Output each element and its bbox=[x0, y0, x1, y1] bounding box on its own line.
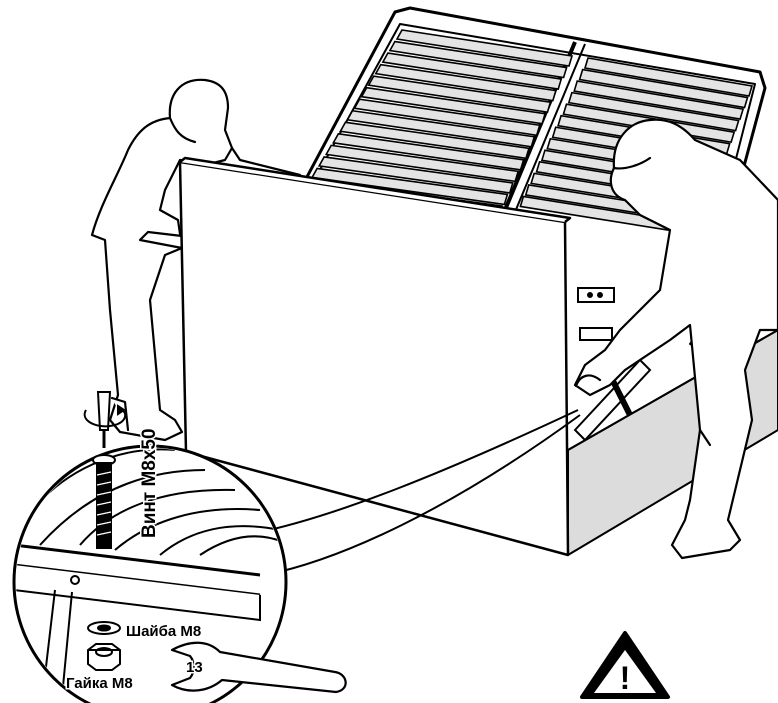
slat bbox=[367, 75, 552, 114]
slat bbox=[583, 57, 754, 97]
screwdriver-icon bbox=[83, 391, 127, 448]
slat bbox=[374, 63, 557, 102]
washer-icon bbox=[87, 621, 121, 635]
slat bbox=[573, 80, 745, 120]
slat bbox=[388, 40, 568, 79]
detail-magnifier bbox=[12, 444, 288, 703]
warning-mark: ! bbox=[620, 660, 631, 696]
slat bbox=[395, 29, 574, 67]
washer-label: Шайба М8 bbox=[126, 623, 201, 640]
slat bbox=[578, 68, 749, 109]
right-person-figure bbox=[573, 118, 778, 560]
warning-triangle-icon: ! bbox=[580, 631, 670, 699]
bolt-label: Винт М8х50 bbox=[139, 428, 160, 538]
left-person-figure bbox=[90, 78, 302, 442]
slat bbox=[567, 91, 740, 132]
detail-callout-lines bbox=[244, 409, 581, 576]
slat bbox=[353, 98, 541, 137]
slat bbox=[381, 52, 563, 90]
slat bbox=[360, 86, 547, 125]
front-panel bbox=[178, 156, 572, 557]
slat bbox=[324, 144, 520, 183]
slat bbox=[317, 156, 514, 194]
nut-label: Гайка М8 bbox=[66, 675, 133, 692]
slat bbox=[339, 121, 530, 160]
nut-icon bbox=[87, 643, 121, 671]
lift-mechanism bbox=[573, 287, 652, 442]
slat bbox=[346, 109, 536, 148]
wrench-size-label: 13 bbox=[186, 659, 203, 676]
bolt-icon bbox=[92, 454, 116, 549]
wrench-icon bbox=[170, 641, 347, 694]
slat bbox=[310, 167, 509, 206]
slat bbox=[332, 132, 525, 171]
